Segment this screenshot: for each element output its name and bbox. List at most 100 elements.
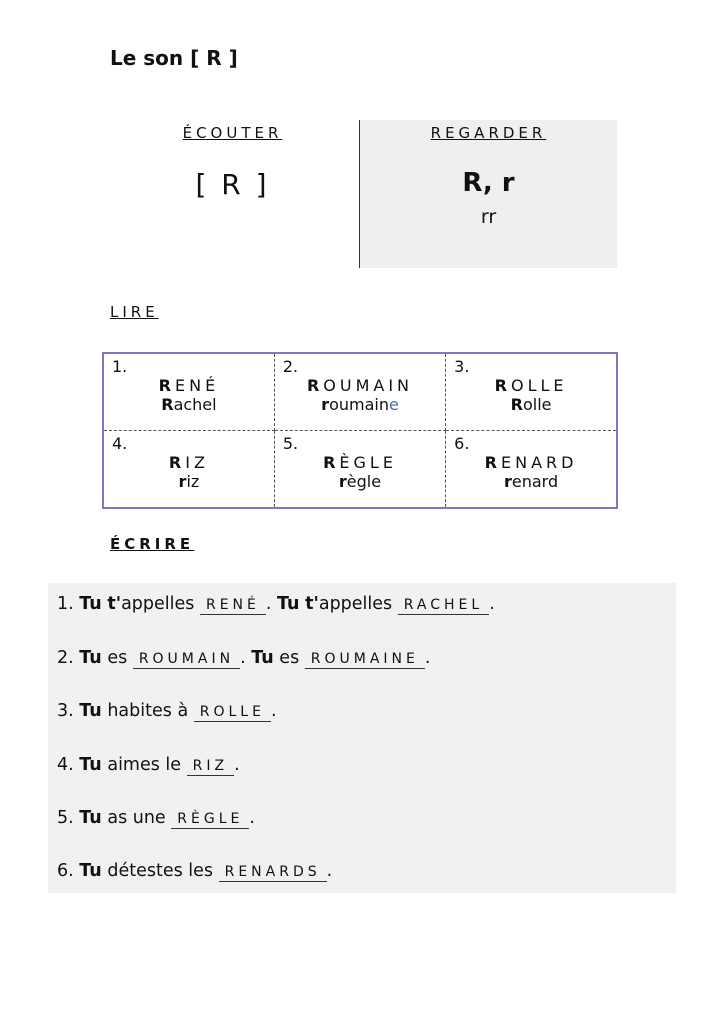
feminine-ending: e xyxy=(388,395,399,414)
regarder-heading-text: REGARDER xyxy=(430,124,547,142)
cell-number: 1. xyxy=(112,357,128,376)
cell-number: 3. xyxy=(454,357,470,376)
subject: Tu xyxy=(79,808,102,828)
uppercase-word: RÈGLE xyxy=(283,453,437,472)
sentence-text: as une xyxy=(107,808,166,828)
word-cell: 6. RENARD renard xyxy=(445,430,618,509)
sentence-number: 5. xyxy=(57,808,74,828)
lire-heading-text: LIRE xyxy=(110,303,159,321)
word-rest: oumain xyxy=(329,395,389,414)
sentence: 1. Tu t'appelles RENÉ. Tu t'appelles RAC… xyxy=(57,594,495,615)
sentence-text: es xyxy=(279,648,300,668)
letters: R, r xyxy=(462,168,515,198)
ecrire-heading: ÉCRIRE xyxy=(110,534,194,553)
answer-blank[interactable]: RACHEL xyxy=(397,596,490,615)
word-cell: 3. ROLLE Rolle xyxy=(445,353,618,431)
subject: Tu xyxy=(277,594,300,614)
uppercase-word: ROUMAIN xyxy=(283,376,437,395)
word-rest: ÈGLE xyxy=(339,453,397,472)
uppercase-word: RIZ xyxy=(112,453,266,472)
period: . xyxy=(489,594,495,614)
word-rest: achel xyxy=(173,395,217,414)
lire-heading: LIRE xyxy=(110,302,159,321)
sentence-text: aimes le xyxy=(107,755,182,775)
subject: Tu xyxy=(79,594,102,614)
answer-blank[interactable]: ROUMAINE xyxy=(304,650,425,669)
uppercase-word: RENÉ xyxy=(112,376,266,395)
highlight-letter: r xyxy=(178,472,187,491)
word-rest: OLLE xyxy=(510,376,568,395)
highlight-letter: r xyxy=(338,472,347,491)
ecrire-heading-text: ÉCRIRE xyxy=(110,535,195,553)
sentence: 5. Tu as une RÈGLE. xyxy=(57,808,255,829)
sentence-text: détestes les xyxy=(107,861,214,881)
word-cell: 2. ROUMAIN roumaine xyxy=(274,353,447,431)
word-rest: olle xyxy=(522,395,552,414)
highlight-letter: R xyxy=(494,376,511,395)
sentence: 4. Tu aimes le RIZ. xyxy=(57,755,240,776)
double-letters: rr xyxy=(480,206,497,228)
word-cell: 4. RIZ riz xyxy=(103,430,275,509)
regarder-heading: REGARDER xyxy=(360,123,617,142)
cell-number: 2. xyxy=(282,357,299,376)
period: . xyxy=(265,594,272,614)
sentence-number: 3. xyxy=(57,701,74,721)
lowercase-word: riz xyxy=(112,472,266,491)
period: . xyxy=(424,648,431,668)
answer-blank[interactable]: ROUMAIN xyxy=(132,650,241,669)
word-rest: ègle xyxy=(346,472,382,491)
subject: Tu xyxy=(79,648,102,668)
sentence-text: appelles xyxy=(318,594,393,614)
sentence-number: 1. xyxy=(57,594,74,614)
highlight-letter: r xyxy=(321,395,330,414)
answer-blank[interactable]: RÈGLE xyxy=(171,810,250,829)
word-rest: IZ xyxy=(185,453,209,472)
sentence: 2. Tu es ROUMAIN. Tu es ROUMAINE. xyxy=(57,648,430,669)
subject: Tu xyxy=(79,755,102,775)
sentence-number: 6. xyxy=(57,861,74,881)
word-cell: 5. RÈGLE règle xyxy=(274,430,447,509)
lowercase-word: roumaine xyxy=(283,395,437,414)
lowercase-word: règle xyxy=(283,472,437,491)
column-divider xyxy=(359,120,360,268)
highlight-letter: R xyxy=(161,395,174,414)
word-rest: ENÉ xyxy=(174,376,220,395)
subject: Tu xyxy=(251,648,274,668)
word-rest: enard xyxy=(511,472,559,491)
highlight-letter: R xyxy=(484,453,501,472)
ecouter-heading: ÉCOUTER xyxy=(110,123,355,142)
highlight-letter: R xyxy=(323,453,340,472)
cell-number: 4. xyxy=(112,434,128,453)
subject: Tu xyxy=(79,861,102,881)
pronoun: t' xyxy=(305,594,319,614)
highlight-letter: R xyxy=(158,376,175,395)
highlight-letter: R xyxy=(510,395,523,414)
sentence-text: habites à xyxy=(107,701,189,721)
word-rest: ENARD xyxy=(501,453,578,472)
uppercase-word: ROLLE xyxy=(454,376,608,395)
period: . xyxy=(234,755,240,775)
lowercase-word: Rolle xyxy=(454,395,608,414)
lowercase-word: renard xyxy=(454,472,608,491)
word-rest: OUMAIN xyxy=(323,376,414,395)
regarder-panel xyxy=(360,120,617,268)
sentence-number: 4. xyxy=(57,755,74,775)
answer-blank[interactable]: RIZ xyxy=(186,757,235,776)
cell-number: 6. xyxy=(454,434,470,453)
subject: Tu xyxy=(79,701,102,721)
sentence-text: es xyxy=(107,648,128,668)
answer-blank[interactable]: RENARDS xyxy=(218,863,327,882)
answer-blank[interactable]: RENÉ xyxy=(199,596,266,615)
word-cell: 1. RENÉ Rachel xyxy=(103,353,275,431)
answer-blank[interactable]: ROLLE xyxy=(193,703,271,722)
sentence-text: appelles xyxy=(121,594,195,614)
sentence-number: 2. xyxy=(57,648,74,668)
highlight-letter: R xyxy=(168,453,186,472)
highlight-letter: R xyxy=(306,376,324,395)
sentence: 6. Tu détestes les RENARDS. xyxy=(57,861,332,882)
phoneme-symbol: [ R ] xyxy=(195,168,270,201)
pronoun: t' xyxy=(107,594,122,614)
